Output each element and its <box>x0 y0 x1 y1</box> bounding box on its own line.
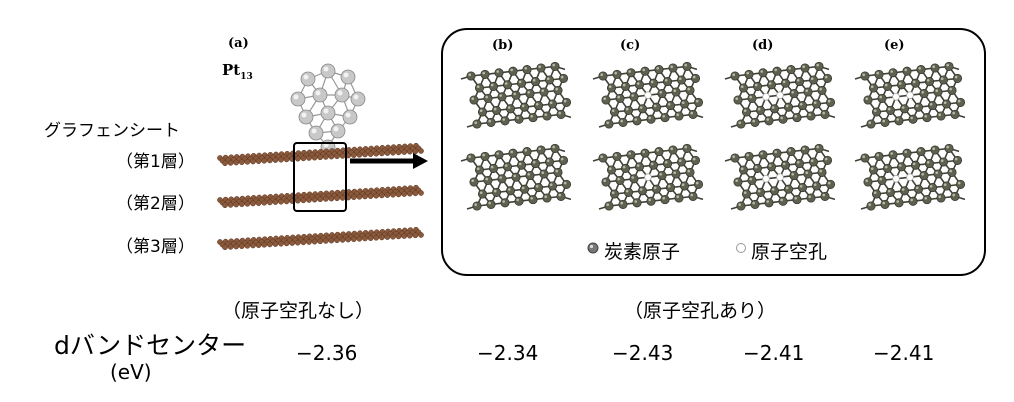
layer-label-2: （第2層） <box>116 194 195 214</box>
arrow-head <box>413 153 428 169</box>
d-band-value-c: −2.43 <box>612 341 674 365</box>
panel-label-e: (e) <box>884 38 905 53</box>
vacancy-legend-icon <box>736 243 746 253</box>
pt-symbol: Pt <box>222 61 241 79</box>
selection-box <box>293 142 347 212</box>
vacancy-legend: 原子空孔 <box>751 241 828 263</box>
panel-label-a: (a) <box>228 36 249 51</box>
panel-label-b: (b) <box>492 38 514 53</box>
graphene-layer-3 <box>217 226 424 251</box>
d-band-value-d: −2.41 <box>743 341 805 365</box>
layer-label-3: （第3層） <box>116 237 195 257</box>
pt13-cluster <box>290 63 366 155</box>
d-band-center-unit: (eV) <box>110 360 152 384</box>
d-band-value-e: −2.41 <box>873 341 935 365</box>
with-vacancy-group-label: （原子空孔あり） <box>624 300 777 322</box>
vacancy-structures <box>460 61 966 211</box>
graphene-sheet-title: グラフェンシート <box>44 121 180 141</box>
graphene-stack-illustration <box>217 63 428 251</box>
panel-label-d: (d) <box>752 38 774 53</box>
panel-label-c: (c) <box>620 38 641 53</box>
no-vacancy-group-label: （原子空孔なし） <box>222 300 375 322</box>
pt-subscript: 13 <box>240 72 253 82</box>
graphene-layer-2 <box>217 184 424 209</box>
vacancy-models-box <box>441 28 986 276</box>
graphene-layer-1 <box>217 142 424 167</box>
pt13-label: Pt13 <box>222 61 253 82</box>
carbon-atom-legend: 炭素原子 <box>604 241 681 263</box>
carbon-atom-legend-icon <box>587 242 599 254</box>
d-band-value-b: −2.34 <box>477 341 539 365</box>
layer-label-1: （第1層） <box>116 152 195 172</box>
d-band-value-a: −2.36 <box>296 341 358 365</box>
d-band-center-label: dバンドセンター <box>54 331 247 360</box>
